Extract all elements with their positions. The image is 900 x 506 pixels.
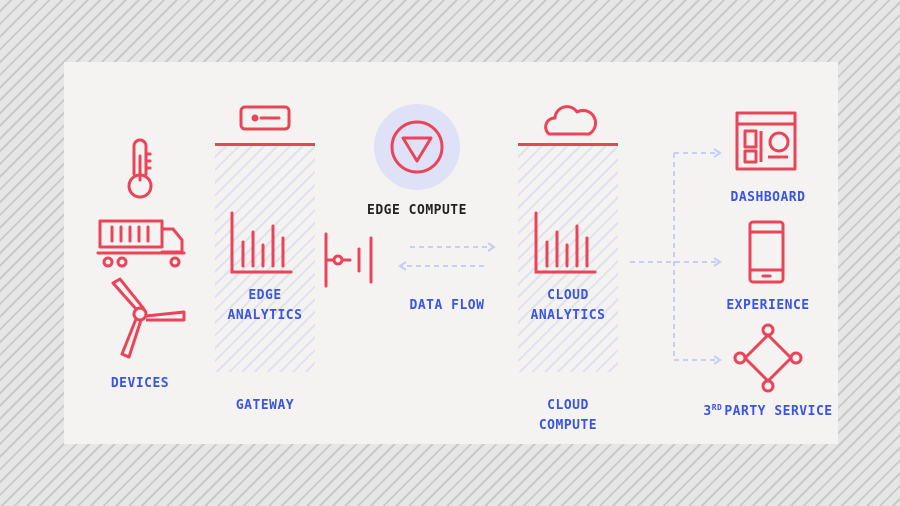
phone-icon: [748, 220, 785, 284]
cloud-compute-line-1: CLOUD: [547, 398, 589, 413]
dashboard-label: DASHBOARD: [730, 190, 806, 205]
cloud-compute-label: CLOUD COMPUTE: [518, 396, 618, 436]
data-flow-arrows: [398, 242, 496, 271]
network-diamond-icon: [733, 323, 803, 393]
cloud-analytics-line-1: CLOUD: [547, 288, 589, 303]
output-branch-arrows: [630, 148, 722, 365]
edge-compute-label: EDGE COMPUTE: [367, 203, 467, 218]
server-icon: [239, 105, 291, 131]
data-flow-label: DATA FLOW: [409, 298, 485, 313]
gateway-label: GATEWAY: [235, 398, 295, 413]
bar-chart-icon: [534, 211, 597, 274]
thermometer-icon: [127, 138, 153, 199]
third-party-rest: PARTY SERVICE: [724, 404, 833, 419]
devices-label: DEVICES: [110, 376, 170, 391]
dashboard-icon: [735, 111, 797, 171]
truck-icon: [96, 219, 186, 268]
edge-analytics-label: EDGE ANALYTICS: [215, 286, 315, 326]
wind-turbine-icon: [111, 277, 186, 359]
cloud-icon: [544, 105, 598, 136]
bar-chart-icon: [230, 211, 293, 274]
third-party-prefix: 3: [703, 404, 712, 419]
edge-analytics-line-1: EDGE: [248, 288, 282, 303]
third-party-sup: RD: [711, 403, 723, 412]
cloud-column-bar: [518, 143, 618, 146]
cloud-compute-line-2: COMPUTE: [538, 418, 598, 433]
gateway-column-bar: [215, 143, 315, 146]
edge-analytics-line-2: ANALYTICS: [227, 308, 303, 323]
cloud-analytics-label: CLOUD ANALYTICS: [518, 286, 618, 326]
edge-triangle-icon: [374, 104, 460, 190]
experience-label: EXPERIENCE: [726, 298, 810, 313]
antenna-icon: [324, 232, 373, 288]
cloud-analytics-line-2: ANALYTICS: [530, 308, 606, 323]
